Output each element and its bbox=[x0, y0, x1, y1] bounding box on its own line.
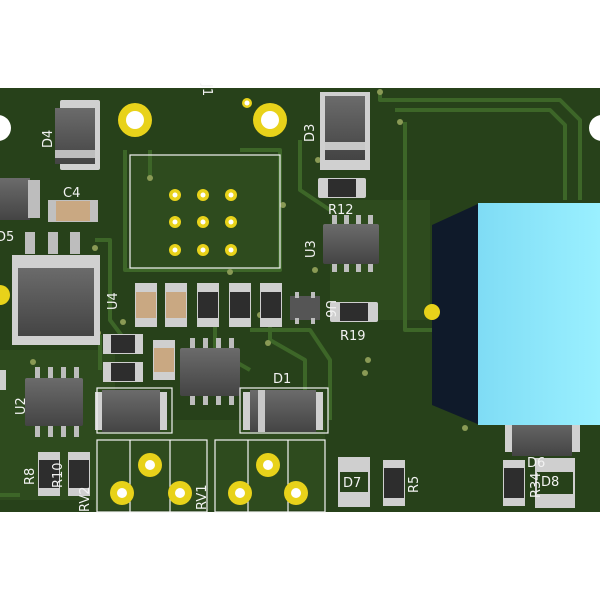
label-u4: U4 bbox=[106, 292, 121, 310]
left-edge-pad bbox=[0, 285, 10, 305]
label-d7: D7 bbox=[343, 476, 361, 491]
label-r10: R10 bbox=[51, 462, 66, 488]
r34-resistor bbox=[503, 460, 525, 506]
r19-resistor bbox=[330, 302, 378, 322]
d2-diode bbox=[95, 390, 167, 432]
label-r34: R34 bbox=[529, 472, 544, 498]
label-d6: D6 bbox=[527, 456, 545, 471]
blue-module bbox=[424, 203, 600, 425]
d7-led bbox=[338, 457, 370, 507]
label-u3: U3 bbox=[304, 240, 319, 258]
label-r5: R5 bbox=[407, 476, 422, 493]
d3-diode bbox=[320, 92, 370, 170]
label-c4: C4 bbox=[63, 186, 80, 201]
label-rv1: RV1 bbox=[195, 485, 210, 511]
label-u2: U2 bbox=[14, 397, 29, 415]
label-u6: U6 bbox=[322, 300, 337, 318]
c4-capacitor bbox=[48, 200, 98, 222]
d1-diode bbox=[243, 390, 323, 432]
label-rv2: RV2 bbox=[78, 487, 93, 513]
label-r12: R12 bbox=[328, 203, 354, 218]
silkscreen-labels: J1 D4 C4 D5 U4 D3 R12 U3 U6 R19 D1 U2 R8… bbox=[0, 83, 559, 512]
center-ic bbox=[180, 338, 240, 405]
u4-regulator bbox=[12, 232, 100, 345]
mounting-hole-right bbox=[589, 115, 600, 141]
trimmer-pads bbox=[110, 453, 308, 505]
label-d5: D5 bbox=[0, 230, 14, 245]
label-d1: D1 bbox=[273, 372, 291, 387]
label-r8: R8 bbox=[23, 468, 38, 485]
passive-row bbox=[135, 283, 282, 327]
u2-ic bbox=[25, 367, 83, 437]
trimmer-outlines bbox=[96, 154, 329, 513]
d5-diode bbox=[0, 178, 40, 220]
u6-ic bbox=[290, 292, 320, 324]
label-j1: J1 bbox=[199, 83, 214, 96]
j1-connector bbox=[118, 98, 287, 256]
r8-r10-resistors bbox=[38, 452, 90, 496]
r5-resistor bbox=[383, 460, 405, 506]
small-passives bbox=[103, 334, 175, 382]
u3-ic bbox=[323, 215, 379, 272]
mounting-hole-left bbox=[0, 115, 11, 141]
label-r19: R19 bbox=[340, 329, 366, 344]
label-d4: D4 bbox=[41, 130, 56, 148]
label-d8: D8 bbox=[541, 475, 559, 490]
left-edge-part bbox=[0, 370, 6, 390]
d8-led bbox=[535, 458, 575, 508]
label-d3: D3 bbox=[303, 124, 318, 142]
d4-diode bbox=[55, 100, 100, 170]
r12-resistor bbox=[318, 178, 366, 198]
